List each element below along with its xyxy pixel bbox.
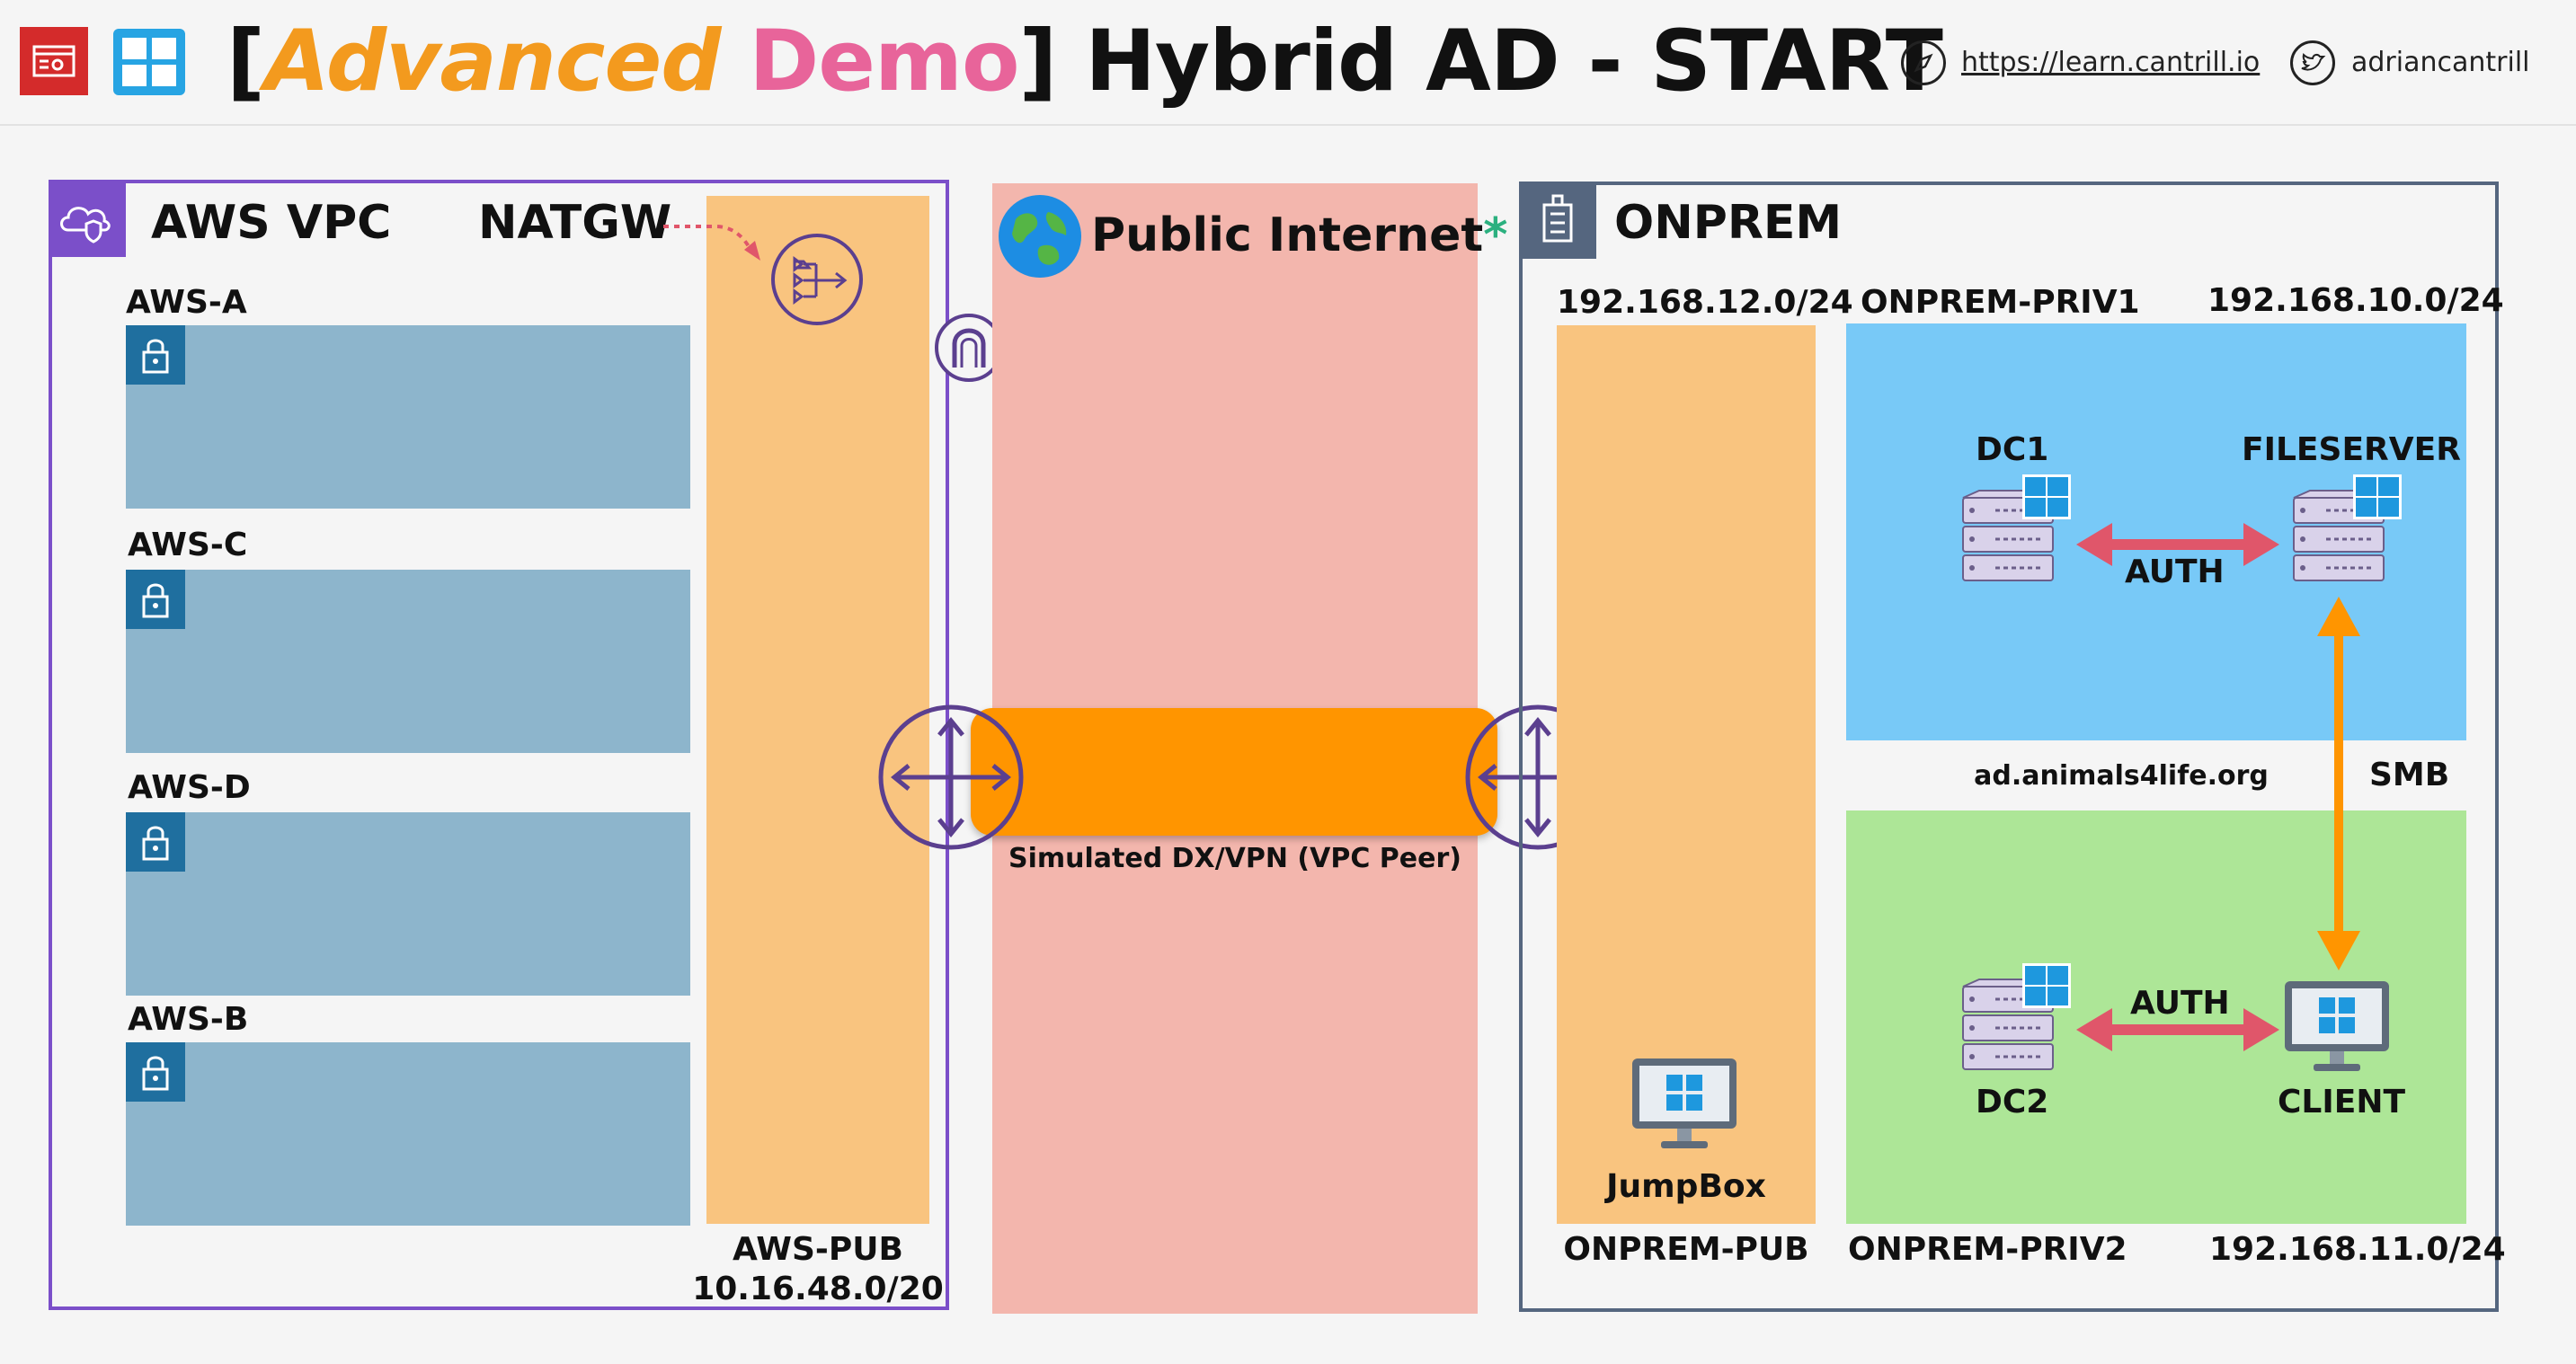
client-label: CLIENT — [2278, 1084, 2406, 1120]
aws-vpc-container — [49, 180, 949, 1310]
subnet-aws-b — [126, 1042, 690, 1226]
router-icon-aws — [876, 703, 1026, 852]
smb-label: SMB — [2369, 757, 2450, 793]
natgw-pointer-arrow — [663, 225, 760, 261]
building-icon — [1519, 182, 1596, 259]
onprem-pub-name: ONPREM-PUB — [1563, 1231, 1809, 1268]
dc2-label: DC2 — [1976, 1084, 2049, 1120]
vpc-peer-tunnel — [971, 708, 1497, 836]
priv1-name: ONPREM-PRIV1 — [1861, 284, 2140, 321]
smb-arrow — [2317, 597, 2360, 970]
auth-arrow-dc1-fileserver — [2076, 523, 2279, 566]
onprem-pub-cidr: 192.168.12.0/24 — [1557, 284, 1853, 321]
internet-gateway-icon — [933, 312, 1005, 384]
aws-public-subnet — [706, 196, 929, 1224]
subnet-aws-c — [126, 570, 690, 753]
auth-label-1: AUTH — [2125, 554, 2225, 590]
vpc-icon — [49, 180, 126, 257]
subnet-label-aws-c: AWS-C — [128, 527, 248, 563]
nat-gateway-icon — [768, 230, 866, 329]
priv2-name: ONPREM-PRIV2 — [1848, 1231, 2127, 1268]
aws-vpc-label: AWS VPC — [151, 196, 392, 250]
aws-service-icon — [20, 27, 88, 95]
subnet-label-aws-b: AWS-B — [128, 1001, 249, 1038]
client-monitor-icon — [2281, 978, 2393, 1076]
fileserver-server-icon — [2290, 474, 2403, 586]
onprem-container — [1519, 182, 2499, 1312]
tunnel-label: Simulated DX/VPN (VPC Peer) — [1008, 843, 1461, 874]
twitter-icon — [2290, 40, 2335, 85]
header-divider — [0, 124, 2576, 126]
subnet-label-aws-d: AWS-D — [128, 769, 251, 806]
lock-icon — [126, 325, 185, 385]
subnet-aws-a — [126, 325, 690, 509]
dc2-server-icon — [1959, 963, 2073, 1075]
ad-domain-label: ad.animals4life.org — [1974, 760, 2269, 792]
priv1-cidr: 192.168.10.0/24 — [2207, 282, 2504, 319]
twitter-handle[interactable]: adriancantrill — [2351, 47, 2530, 78]
fileserver-label: FILESERVER — [2242, 431, 2461, 468]
auth-label-2: AUTH — [2130, 985, 2230, 1022]
aws-pub-cidr: 10.16.48.0/20 — [692, 1271, 944, 1307]
jumpbox-monitor-icon — [1629, 1055, 1740, 1154]
page-title: [Advanced Demo] Hybrid AD - START — [227, 13, 1943, 111]
course-link[interactable]: https://learn.cantrill.io — [1961, 47, 2261, 78]
windows-logo-icon — [111, 27, 187, 97]
auth-arrow-dc2-client — [2076, 1008, 2279, 1051]
dc1-server-icon — [1959, 474, 2073, 586]
jumpbox-label: JumpBox — [1606, 1168, 1766, 1205]
subnet-aws-d — [126, 812, 690, 996]
dc1-label: DC1 — [1976, 431, 2049, 468]
lock-icon — [126, 812, 185, 872]
public-internet-label: Public Internet* — [1091, 208, 1508, 262]
globe-icon — [996, 192, 1084, 280]
priv2-cidr: 192.168.11.0/24 — [2209, 1231, 2506, 1268]
lock-icon — [126, 1042, 185, 1102]
compass-icon — [1901, 40, 1946, 85]
aws-pub-name: AWS-PUB — [733, 1231, 903, 1268]
lock-icon — [126, 570, 185, 629]
onprem-label: ONPREM — [1614, 196, 1843, 250]
subnet-label-aws-a: AWS-A — [126, 284, 247, 321]
natgw-label: NATGW — [478, 196, 672, 250]
